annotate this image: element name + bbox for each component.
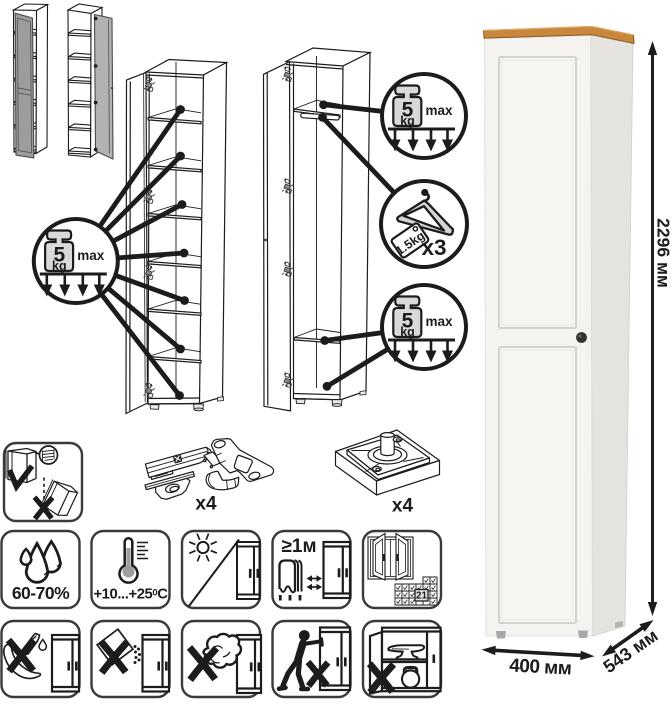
svg-text:≥1м: ≥1м: [282, 536, 317, 557]
svg-text:60-70%: 60-70%: [12, 583, 70, 603]
svg-text:21: 21: [416, 591, 428, 602]
svg-text:2296 мм: 2296 мм: [654, 218, 672, 288]
svg-text:x4: x4: [195, 494, 217, 515]
svg-text:+10...+250C: +10...+250C: [93, 587, 168, 603]
svg-text:x3: x3: [421, 235, 446, 260]
svg-text:400 мм: 400 мм: [509, 655, 572, 679]
svg-text:x4: x4: [392, 496, 414, 517]
